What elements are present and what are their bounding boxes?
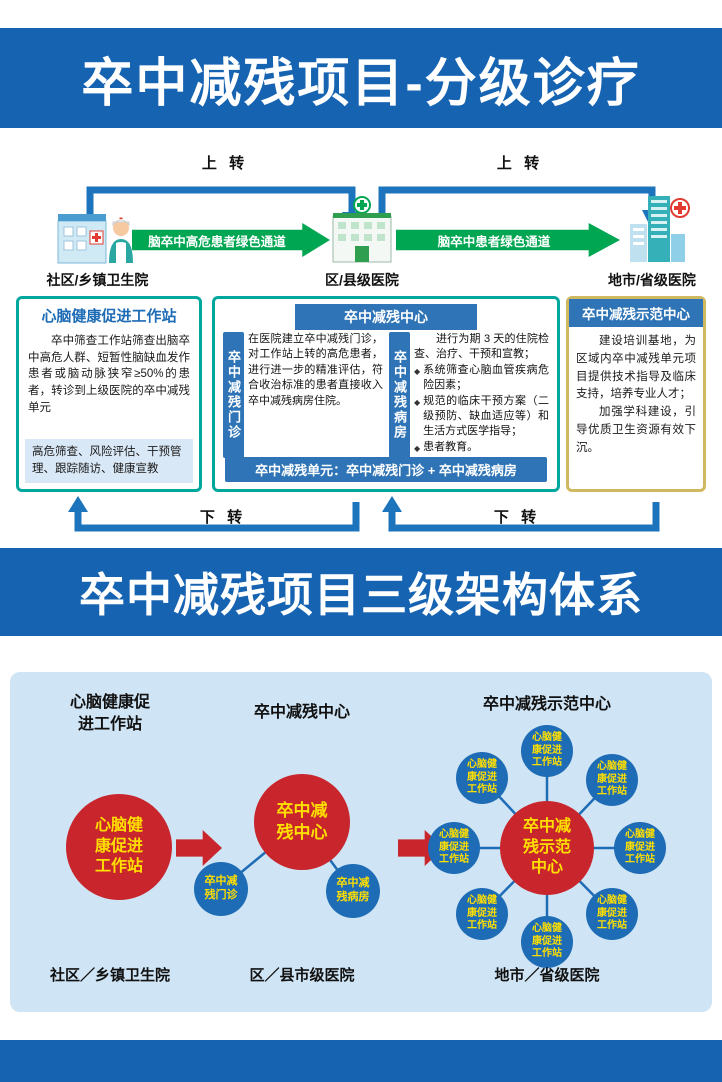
demo-center-body: 建设培训基地，为区域内卒中减残单元项目提供技术指导及临床支持，培养专业人才； 加…: [569, 327, 703, 464]
stroke-unit-bar: 卒中减残单元：卒中减残门诊 + 卒中减残病房: [225, 457, 547, 482]
down-transfer-arrow-right: [382, 496, 660, 532]
ward-bullet: ◆ 规范的临床干预方案（二级预防、缺血适应等）和生活方式医学指导；: [414, 394, 549, 440]
satellite-workstation-circle: 心脑健康促进工作站: [521, 725, 573, 777]
satellite-workstation-circle: 心脑健康促进工作站: [456, 752, 508, 804]
diamond-bullet-icon: ◆: [414, 397, 421, 407]
stroke-center-box: 卒中减残中心 卒中减残门诊 在医院建立卒中减残门诊，对工作站上转的高危患者，进行…: [212, 296, 560, 492]
stroke-center-circle: 卒中减残中心: [254, 774, 350, 870]
diamond-bullet-icon: ◆: [414, 366, 421, 376]
panel-site-provincial: 地市／省级医院: [494, 967, 600, 984]
demo-center-title: 卒中减残示范中心: [569, 299, 703, 327]
satellite-label: 心脑健康促进工作站: [467, 895, 497, 932]
satellite-label: 心脑健康促进工作站: [597, 895, 627, 932]
clinic-circle: 卒中减残门诊: [194, 862, 248, 916]
architecture-title: 卒中减残项目三级架构体系: [79, 569, 643, 621]
demo-center-circle: 卒中减残示范中心: [500, 801, 594, 895]
site-label-provincial: 地市/省级医院: [608, 272, 696, 288]
clinic-text: 在医院建立卒中减残门诊，对工作站上转的高危患者，进行进一步的精准评估，符合收治标…: [248, 333, 383, 407]
site-label-community: 社区/乡镇卫生院: [46, 272, 149, 288]
workstation-box-tasks: 高危筛查、风险评估、干预管理、跟踪随访、健康宣教: [25, 438, 193, 483]
community-clinic-icon: [55, 201, 140, 265]
architecture-banner: 卒中减残项目三级架构体系: [0, 548, 722, 636]
ward-intro: 进行为期 3 天的住院检查、治疗、干预和宣教；: [414, 333, 549, 361]
ward-bullet-text: 规范的临床干预方案（二级预防、缺血适应等）和生活方式医学指导；: [423, 394, 549, 438]
ward-bullet-text: 系统筛查心脑血管疾病危险因素；: [423, 363, 549, 392]
down-transfer-arrow-left: [68, 496, 360, 532]
green-channel-label-left: 脑卒中高危患者绿色通道: [148, 234, 286, 249]
satellite-workstation-circle: 心脑健康促进工作站: [586, 888, 638, 940]
satellite-label: 心脑健康促进工作站: [532, 923, 562, 960]
clinic-column: 卒中减残门诊 在医院建立卒中减残门诊，对工作站上转的高危患者，进行进一步的精准评…: [223, 332, 383, 458]
bottom-blue-strip: [0, 1040, 722, 1082]
satellite-workstation-circle: 心脑健康促进工作站: [614, 822, 666, 874]
up-transfer-label-right: 上 转: [496, 155, 544, 172]
satellite-workstation-circle: 心脑健康促进工作站: [428, 822, 480, 874]
satellite-label: 心脑健康促进工作站: [597, 761, 627, 798]
satellite-workstation-circle: 心脑健康促进工作站: [521, 916, 573, 968]
ward-bullet: ◆ 系统筛查心脑血管疾病危险因素；: [414, 363, 549, 394]
up-transfer-label-left: 上 转: [201, 155, 249, 172]
demo-center-box: 卒中减残示范中心 建设培训基地，为区域内卒中减残单元项目提供技术指导及临床支持，…: [566, 296, 706, 492]
architecture-panel: 心脑健康促 进工作站 卒中减残中心 卒中减残示范中心 心脑健康促进工作站 卒中减…: [10, 672, 712, 1012]
workstation-box: 心脑健康促进工作站 卒中筛查工作站筛查出脑卒中高危人群、短暂性脑缺血发作患者或脑…: [16, 296, 202, 492]
ward-bullet: ◆ 患者教育。: [414, 440, 549, 455]
ward-vertical-label: 卒中减残病房: [389, 332, 410, 458]
workstation-circle: 心脑健康促进工作站: [66, 794, 172, 900]
clinic-circle-label: 卒中减残门诊: [204, 875, 238, 901]
ward-text: 进行为期 3 天的住院检查、治疗、干预和宣教； ◆ 系统筛查心脑血管疾病危险因素…: [414, 332, 549, 458]
ward-column: 卒中减残病房 进行为期 3 天的住院检查、治疗、干预和宣教； ◆ 系统筛查心脑血…: [389, 332, 549, 458]
district-hospital-icon: [325, 196, 400, 264]
demo-paragraph-1: 建设培训基地，为区域内卒中减残单元项目提供技术指导及临床支持，培养专业人才；: [576, 335, 696, 401]
panel-label-workstation: 心脑健康促 进工作站: [69, 694, 150, 733]
workstation-box-title: 心脑健康促进工作站: [41, 308, 177, 325]
demo-paragraph-2: 加强学科建设，引导优质卫生资源有效下沉。: [576, 406, 696, 454]
panel-site-community: 社区／乡镇卫生院: [49, 967, 170, 984]
satellite-label: 心脑健康促进工作站: [625, 829, 655, 866]
diamond-bullet-icon: ◆: [414, 443, 421, 453]
satellite-label: 心脑健康促进工作站: [439, 829, 469, 866]
provincial-hospital-icon: [622, 192, 692, 264]
satellite-workstation-circle: 心脑健康促进工作站: [456, 888, 508, 940]
workstation-circle-label: 心脑健康促进工作站: [94, 816, 143, 876]
top-banner: 卒中减残项目-分级诊疗: [0, 28, 722, 128]
panel-label-center: 卒中减残中心: [253, 704, 350, 721]
stroke-center-title: 卒中减残中心: [295, 304, 477, 330]
poster-title: 卒中减残项目-分级诊疗: [81, 54, 641, 113]
demo-center-circle-label: 卒中减残示范中心: [522, 817, 571, 877]
ward-circle-label: 卒中减残病房: [336, 877, 370, 903]
down-transfer-label-left: 下 转: [199, 509, 247, 526]
ward-circle: 卒中减残病房: [326, 864, 380, 918]
panel-label-demo: 卒中减残示范中心: [482, 696, 611, 713]
up-transfer-arrow-right: [378, 186, 662, 230]
panel-site-district: 区／县市级医院: [249, 967, 355, 984]
satellite-label: 心脑健康促进工作站: [532, 732, 562, 769]
clinic-vertical-label: 卒中减残门诊: [223, 332, 244, 458]
ward-bullet-text: 患者教育。: [423, 440, 479, 453]
satellite-label: 心脑健康促进工作站: [467, 759, 497, 796]
green-channel-label-right: 脑卒中患者绿色通道: [437, 234, 551, 249]
workstation-box-body: 卒中筛查工作站筛查出脑卒中高危人群、短暂性脑缺血发作患者或脑动脉狭窄≥50%的患…: [28, 335, 190, 414]
stroke-center-circle-label: 卒中减残中心: [276, 800, 328, 842]
down-transfer-label-right: 下 转: [493, 509, 541, 526]
satellite-workstation-circle: 心脑健康促进工作站: [586, 754, 638, 806]
site-label-district: 区/县级医院: [325, 272, 399, 288]
